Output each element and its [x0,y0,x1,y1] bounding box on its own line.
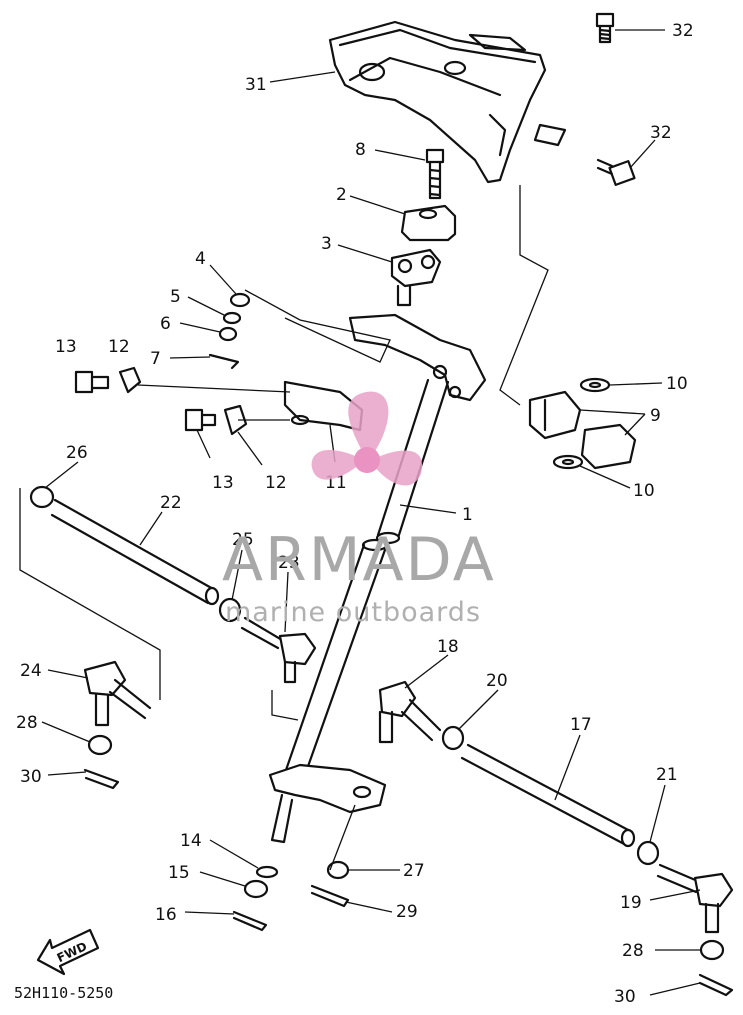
callout-32: 32 [672,21,694,41]
callout-8: 8 [355,140,366,160]
callout-5: 5 [170,287,181,307]
watermark-tagline: marine outboards [225,597,481,628]
nut-6 [218,326,238,342]
cotter-pin-16 [232,910,268,932]
callout-17: 17 [570,715,592,735]
callout-14: 14 [180,831,202,851]
nut-27 [326,860,350,880]
callout-3: 3 [321,234,332,254]
locknut-26 [29,485,55,509]
callout-20: 20 [486,671,508,691]
washer-10-lower [552,454,584,470]
callout-16: 16 [155,905,177,925]
washer-10-upper [579,377,611,393]
bolt-13-left [74,370,110,394]
reference-lines [19,185,549,871]
callout-28: 28 [622,941,644,961]
handlebar-bracket [328,20,567,184]
tie-rod-end-18 [378,680,442,744]
callout-19: 19 [620,893,642,913]
washer-14 [255,865,279,879]
clip-12-center [223,404,248,436]
callout-18: 18 [437,637,459,657]
callout-9: 9 [650,406,661,426]
callout-4: 4 [195,249,206,269]
callout-12: 12 [108,337,130,357]
column-bracket [348,313,487,402]
forward-direction-arrow: FWD [36,928,100,976]
callout-32: 32 [650,123,672,143]
bolt-32-side [596,158,636,186]
callout-labels: 32 31 32 8 2 3 4 5 6 7 13 12 13 12 11 10… [16,21,694,1007]
callout-31: 31 [245,75,267,95]
callout-15: 15 [168,863,190,883]
callout-28: 28 [16,713,38,733]
tie-rod-17 [460,743,636,848]
clip-12-left [118,366,142,394]
locknut-25 [218,597,242,623]
callout-26: 26 [66,443,88,463]
castle-nut-15 [243,879,269,899]
callout-13: 13 [212,473,234,493]
callout-27: 27 [403,861,425,881]
callout-12: 12 [265,473,287,493]
cotter-pin-30-left [83,768,120,790]
callout-30: 30 [614,987,636,1007]
callout-25: 25 [232,530,254,550]
callout-24: 24 [20,661,42,681]
callout-23: 23 [278,553,300,573]
castle-nut-28-left [87,734,113,756]
washer-5 [222,311,242,325]
watermark: ARMADA marine outboards [222,391,496,628]
callout-21: 21 [656,765,678,785]
propeller-logo-icon [311,391,422,486]
callout-10: 10 [633,481,655,501]
cotter-pin-29 [310,884,350,908]
bolt-8 [425,148,445,200]
lower-steering-column [268,538,389,844]
clamp-2 [400,204,457,242]
castle-nut-28-right [699,939,725,961]
bushing-9-upper [528,390,582,440]
callout-29: 29 [396,902,418,922]
drawing-code: 52H110-5250 [14,984,113,1002]
tie-rod-end-19 [656,863,734,934]
bolt-32-top [595,12,615,44]
callout-7: 7 [150,349,161,369]
callout-2: 2 [336,185,347,205]
callout-22: 22 [160,493,182,513]
tie-rod-end-24 [83,660,152,727]
bushing-9-lower [580,423,637,470]
cotter-pin-30-right [698,973,734,997]
callout-6: 6 [160,314,171,334]
watermark-brand: ARMADA [222,525,496,595]
callout-10: 10 [666,374,688,394]
bracket-11 [283,380,364,432]
tie-rod-end-23 [240,616,317,684]
clamp-3 [390,248,442,307]
cotter-pin-7 [208,353,240,370]
bolt-13-center [184,408,217,432]
nut-4 [229,292,251,308]
callout-30: 30 [20,767,42,787]
locknut-20 [441,725,465,751]
callout-13: 13 [55,337,77,357]
tie-rod-22 [50,498,220,606]
callout-1: 1 [462,505,473,525]
leader-lines [41,29,701,996]
locknut-21 [636,840,660,866]
